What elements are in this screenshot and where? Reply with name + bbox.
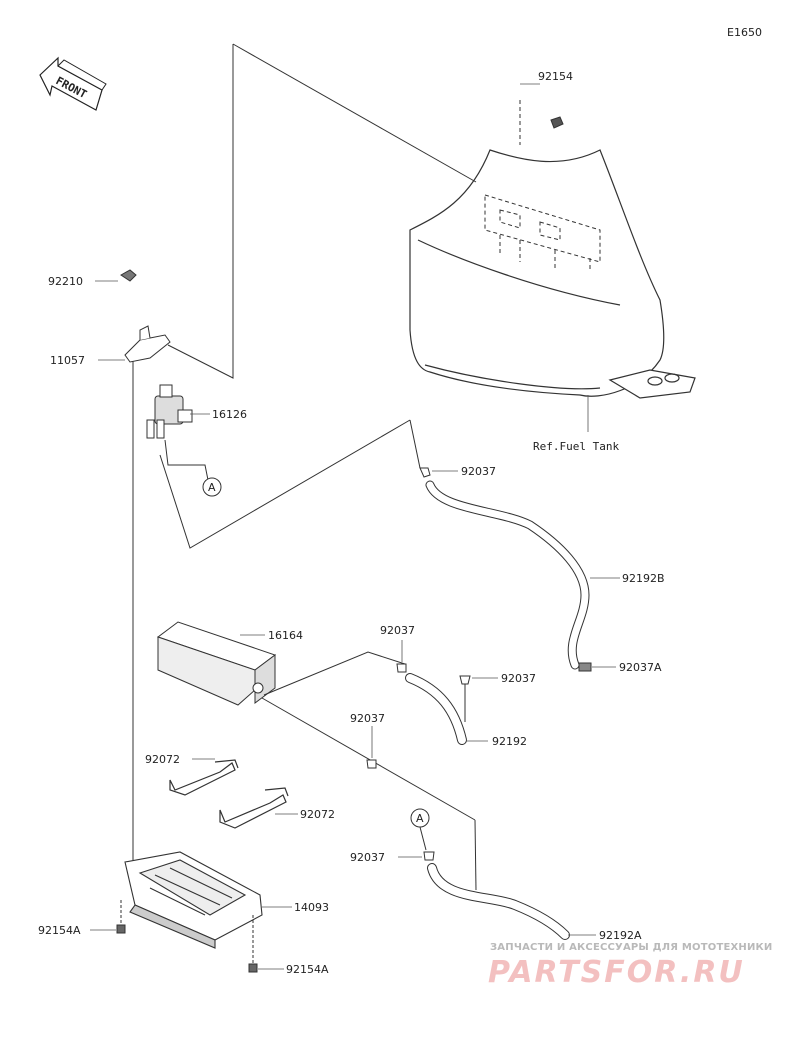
clamp-92037-e [423, 851, 435, 861]
callout-a-2: A [410, 808, 430, 851]
clamp-92037-d [366, 759, 377, 769]
ref-fuel-tank-label: Ref.Fuel Tank [533, 440, 619, 453]
label-92037-e: 92037 [350, 851, 385, 864]
label-92037-c: 92037 [501, 672, 536, 685]
clamp-92037A [578, 662, 592, 672]
label-92192: 92192 [492, 735, 527, 748]
label-92192A: 92192A [599, 929, 642, 942]
band-92072-a [169, 759, 239, 796]
clamp-92037-c [459, 675, 471, 722]
band-92072-b [219, 787, 289, 829]
label-92072-b: 92072 [300, 808, 335, 821]
valve-16126 [146, 384, 193, 439]
label-16164: 16164 [268, 629, 303, 642]
assembly-outline-lines [132, 43, 477, 865]
label-92037-a: 92037 [461, 465, 496, 478]
diagram-code: E1650 [727, 26, 762, 39]
label-92037A: 92037A [619, 661, 662, 674]
hose-92192A [427, 819, 570, 940]
tray-14093 [124, 851, 263, 949]
hose-92192B [425, 480, 590, 670]
label-92210: 92210 [48, 275, 83, 288]
label-92037-d: 92037 [350, 712, 385, 725]
label-92154A-a: 92154A [38, 924, 81, 937]
watermark-logo: PARTSFOR.RU [488, 955, 745, 990]
grommet-92210 [120, 269, 137, 282]
watermark-tagline: ЗАПЧАСТИ И АКСЕССУАРЫ ДЛЯ МОТОТЕХНИКИ [490, 942, 773, 953]
clamp-92037-a [419, 467, 431, 478]
bolt-92154A-b [248, 915, 258, 973]
label-92192B: 92192B [622, 572, 665, 585]
label-14093: 14093 [294, 901, 329, 914]
label-92154-top: 92154 [538, 70, 573, 83]
bolt-92154A-a [116, 900, 126, 934]
label-16126: 16126 [212, 408, 247, 421]
bolt-92154-top [520, 83, 564, 129]
front-arrow-icon: FRONT [39, 56, 107, 111]
bracket-11057 [124, 325, 171, 363]
callout-a-2-label: A [416, 812, 424, 825]
callout-a-1: A [164, 439, 222, 497]
callout-a-1-label: A [208, 481, 216, 494]
hose-92192 [405, 673, 467, 745]
fuel-tank [409, 100, 696, 399]
label-11057: 11057 [50, 354, 85, 367]
label-92072-a: 92072 [145, 753, 180, 766]
label-92037-b: 92037 [380, 624, 415, 637]
label-92154A-b: 92154A [286, 963, 329, 976]
clamp-92037-b [396, 663, 407, 673]
canister-16164 [156, 621, 277, 706]
